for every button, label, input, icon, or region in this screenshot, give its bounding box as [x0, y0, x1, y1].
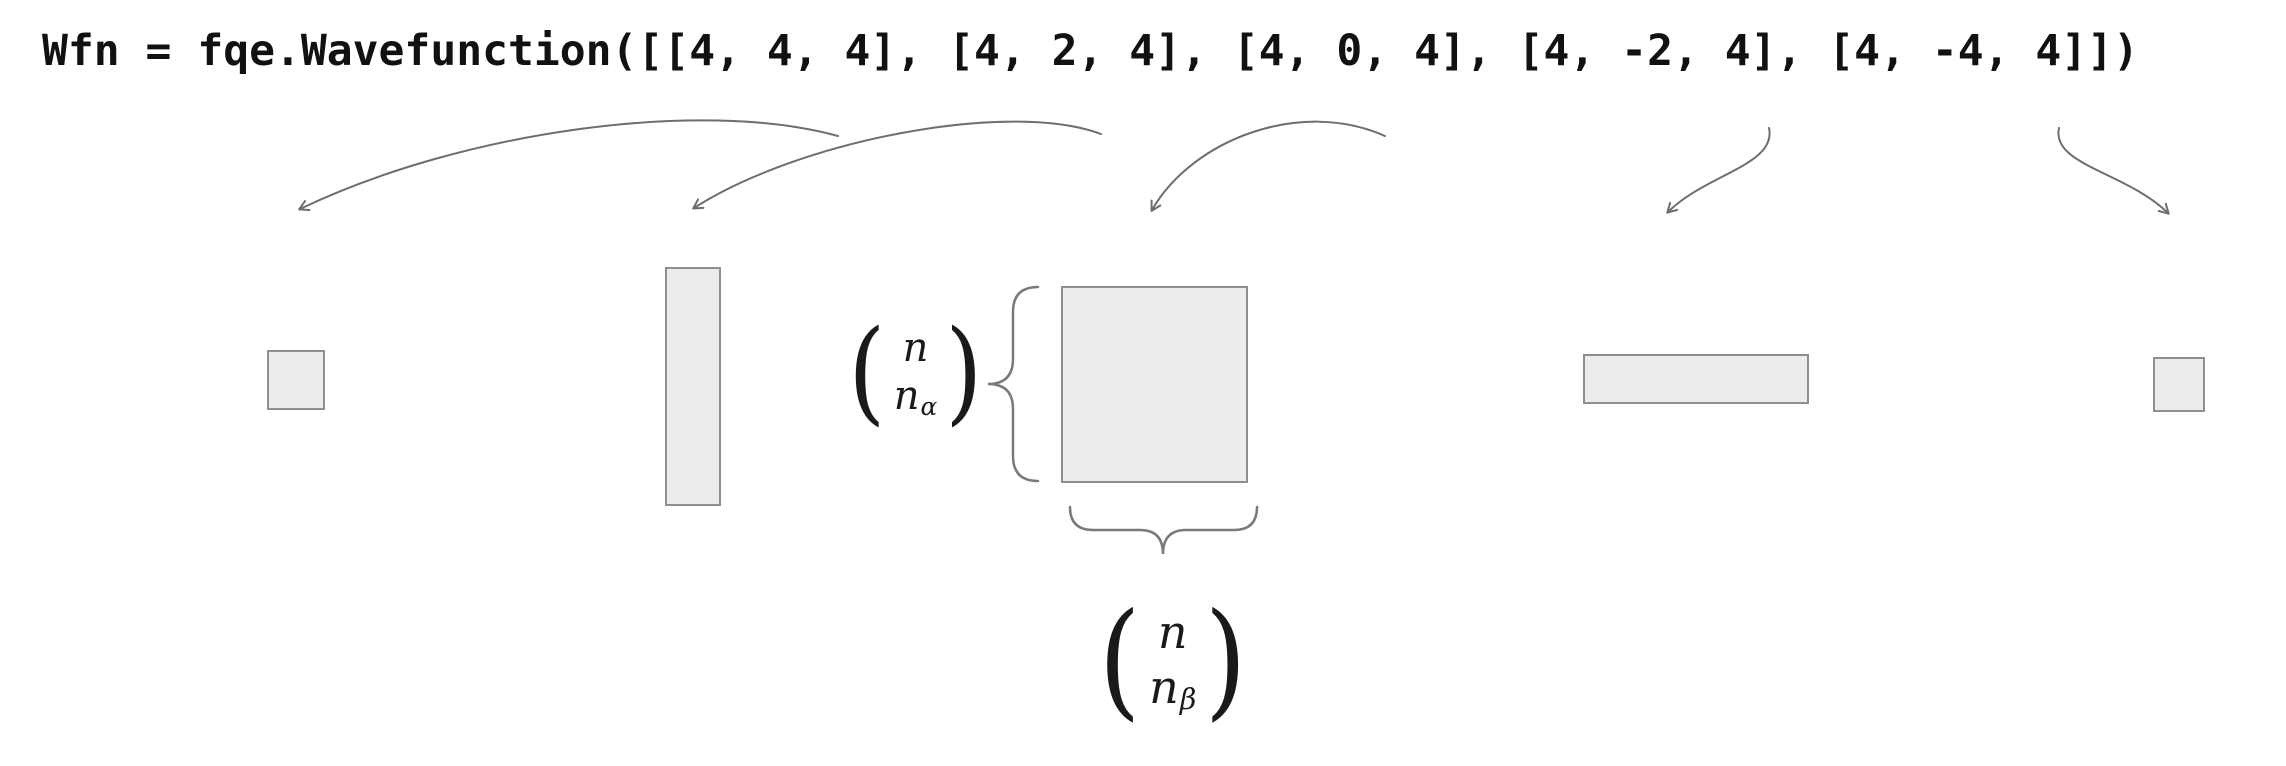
curved-arrow-5	[2057, 127, 2170, 215]
brace-left-alpha	[987, 285, 1040, 483]
sector-matrix-sz4	[267, 350, 325, 410]
code-line: Wfn = fqe.Wavefunction([[4, 4, 4], [4, 2…	[42, 26, 2139, 76]
paren-close-icon: )	[1205, 586, 1247, 733]
paren-close-icon: )	[945, 307, 983, 437]
brace-under-beta	[1068, 505, 1259, 555]
curved-arrow-1	[298, 119, 839, 212]
sector-matrix-szm2	[1583, 354, 1809, 404]
sector-matrix-szm4	[2153, 357, 2205, 412]
curved-arrow-3	[1150, 120, 1386, 212]
binom-beta-top: n	[1157, 604, 1188, 659]
curved-arrow-2	[692, 120, 1102, 210]
paren-open-icon: (	[1098, 586, 1141, 733]
sector-matrix-sz2	[665, 267, 721, 506]
binom-alpha-top: n	[902, 325, 929, 372]
sector-matrix-sz0	[1061, 286, 1248, 483]
curved-arrow-4	[1666, 127, 1771, 214]
paren-open-icon: (	[848, 307, 886, 437]
